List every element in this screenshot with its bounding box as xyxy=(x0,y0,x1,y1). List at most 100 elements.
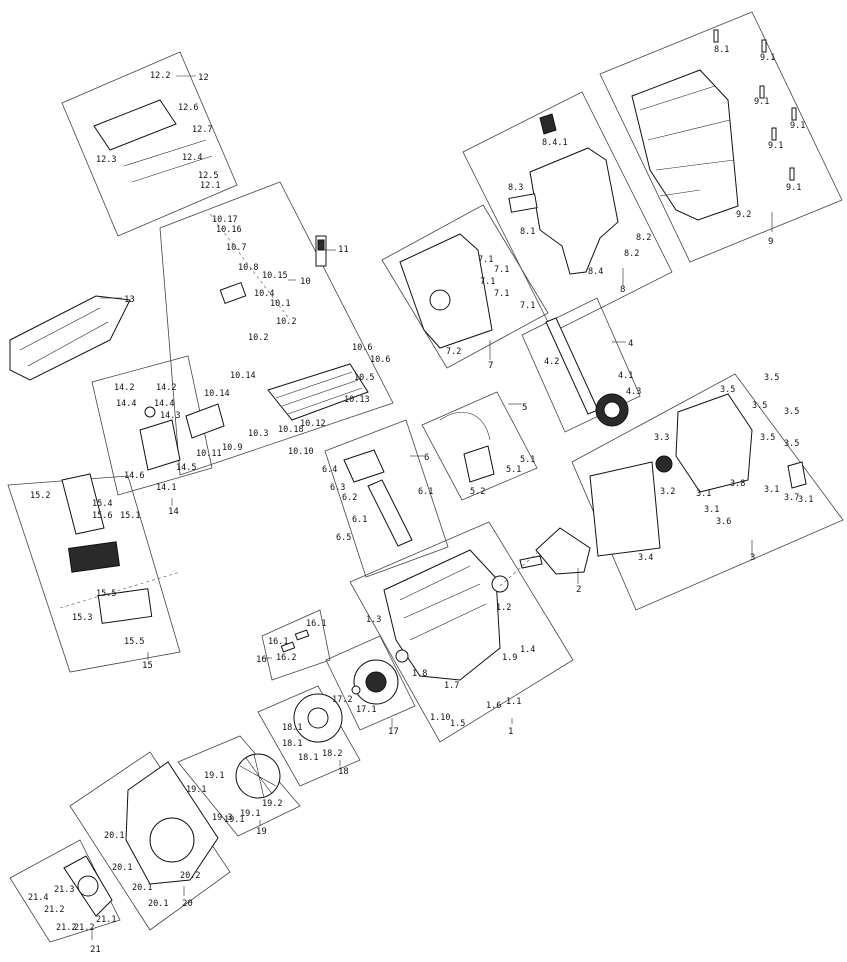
label-7-1-a: 7.1 xyxy=(478,255,493,265)
label-17-1: 17.1 xyxy=(356,705,376,715)
label-group-5: 5 xyxy=(522,403,527,413)
label-3-5-d: 3.5 xyxy=(784,407,799,417)
gear-case-part xyxy=(508,113,619,275)
label-10-12: 10.12 xyxy=(300,419,326,429)
label-1-9: 1.9 xyxy=(502,653,517,663)
label-10-18: 10.18 xyxy=(278,425,304,435)
label-1-8: 1.8 xyxy=(412,669,427,679)
label-5-1-b: 5.1 xyxy=(520,455,535,465)
label-19-3: 19.3 xyxy=(212,813,232,823)
label-10-1: 10.1 xyxy=(270,299,290,309)
label-10-2-a: 10.2 xyxy=(248,333,268,343)
label-10-14-b: 10.14 xyxy=(204,389,230,399)
label-21-2-a: 21.2 xyxy=(44,905,64,915)
label-18-1-b: 18.1 xyxy=(282,739,302,749)
frame-group-12 xyxy=(61,51,238,237)
valve-cover-part xyxy=(93,99,213,183)
label-8-4: 8.4 xyxy=(588,267,603,277)
label-6-2: 6.2 xyxy=(342,493,357,503)
label-1-3: 1.3 xyxy=(366,615,381,625)
label-15-3: 15.3 xyxy=(72,613,92,623)
label-3-2: 3.2 xyxy=(660,487,675,497)
label-3-3: 3.3 xyxy=(654,433,669,443)
label-15-6: 15.6 xyxy=(92,511,112,521)
label-4-1: 4.1 xyxy=(618,371,633,381)
label-6-3: 6.3 xyxy=(330,483,345,493)
label-12-1: 12.1 xyxy=(200,181,220,191)
label-16-1-a: 16.1 xyxy=(268,637,288,647)
stator-part xyxy=(293,693,343,743)
air-filter-part xyxy=(61,473,153,624)
label-19-1-b: 19.1 xyxy=(186,785,206,795)
label-3-5-c: 3.5 xyxy=(752,401,767,411)
label-7-1-d: 7.1 xyxy=(494,289,509,299)
label-15-5-b: 15.5 xyxy=(124,637,144,647)
label-8-3: 8.3 xyxy=(508,183,523,193)
label-10-10: 10.10 xyxy=(288,447,314,457)
frame-group-6 xyxy=(324,419,449,578)
label-19-1-d: 19.1 xyxy=(240,809,260,819)
label-12-3: 12.3 xyxy=(96,155,116,165)
frame-group-21 xyxy=(9,839,121,943)
label-1-6: 1.6 xyxy=(486,701,501,711)
label-12-5: 12.5 xyxy=(198,171,218,181)
label-3-1-b: 3.1 xyxy=(696,489,711,499)
cover-plate-part xyxy=(399,233,493,349)
frame-group-18 xyxy=(257,685,361,787)
label-5-1-a: 5.1 xyxy=(506,465,521,475)
frame-group-9 xyxy=(599,11,843,263)
label-7-1-b: 7.1 xyxy=(494,265,509,275)
label-10-6-b: 10.6 xyxy=(370,355,390,365)
assembly-axis-top xyxy=(209,213,291,321)
label-group-4: 4 xyxy=(628,339,633,349)
frame-group-4 xyxy=(521,297,641,433)
label-9-1-a: 8.1 xyxy=(714,45,729,55)
label-group-3: 3 xyxy=(750,553,755,563)
label-14-3: 14.3 xyxy=(160,411,180,421)
label-group-8: 8 xyxy=(620,285,625,295)
small-parts-16 xyxy=(280,629,310,653)
label-group-19: 19 xyxy=(256,827,267,837)
label-group-16: 16 xyxy=(256,655,267,665)
piston-rod-part xyxy=(343,449,413,547)
label-group-1: 1 xyxy=(508,727,513,737)
label-group-9: 9 xyxy=(768,237,773,247)
bolt-set-9-1 xyxy=(713,29,797,181)
label-group-12: 12 xyxy=(198,73,209,83)
label-15-5-a: 15.5 xyxy=(96,589,116,599)
label-10-8: 10.8 xyxy=(238,263,258,273)
carburetor-part xyxy=(139,406,181,471)
label-3-8: 3.8 xyxy=(730,479,745,489)
frame-group-3 xyxy=(571,373,844,611)
label-10-7: 10.7 xyxy=(226,243,246,253)
label-1-4: 1.4 xyxy=(520,645,535,655)
label-21-1: 21.1 xyxy=(96,915,116,925)
label-10-6-a: 10.6 xyxy=(352,343,372,353)
frame-group-5 xyxy=(421,391,538,501)
label-12-4: 12.4 xyxy=(182,153,202,163)
label-1-5: 1.5 xyxy=(450,719,465,729)
label-8-2-a: 8.2 xyxy=(636,233,651,243)
label-group-21: 21 xyxy=(90,945,101,955)
fan-part xyxy=(235,753,281,799)
label-group-20: 20 xyxy=(182,899,193,909)
label-6-4: 6.4 xyxy=(322,465,337,475)
label-19-1-a: 19.1 xyxy=(204,771,224,781)
label-18-1-c: 18.1 xyxy=(298,753,318,763)
label-10-15: 10.15 xyxy=(262,271,288,281)
label-1-1: 1.1 xyxy=(506,697,521,707)
label-6-5: 6.5 xyxy=(336,533,351,543)
label-14-4-b: 14.4 xyxy=(154,399,174,409)
label-10-9: 10.9 xyxy=(222,443,242,453)
assembly-axis-right xyxy=(499,551,539,587)
label-7-2: 7.2 xyxy=(446,347,461,357)
label-group-13: 13 xyxy=(124,295,135,305)
label-4-3: 4.3 xyxy=(626,387,641,397)
label-21-3: 21.3 xyxy=(54,885,74,895)
assembly-axis-left xyxy=(59,571,181,609)
label-9-1-e: 9.1 xyxy=(768,141,783,151)
label-18-2: 18.2 xyxy=(322,749,342,759)
label-8-4-1: 8.4.1 xyxy=(542,138,568,148)
label-14-1: 14.1 xyxy=(156,483,176,493)
